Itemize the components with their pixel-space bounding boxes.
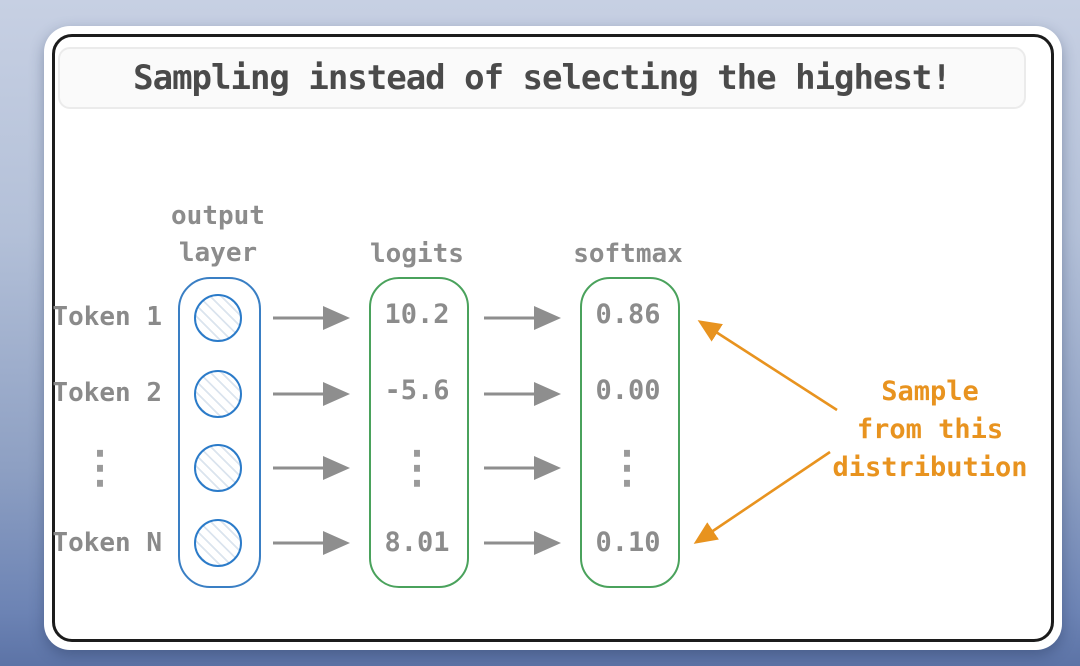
softmax-box [580,277,680,588]
neuron-circle-2 [194,370,242,418]
token-label-n: Token N [52,528,162,558]
token-label-1: Token 1 [52,302,162,332]
logit-value-1: 10.2 [384,299,450,330]
sample-annotation: Sample from this distribution [832,376,1028,483]
logit-value-n: 8.01 [384,527,450,558]
neuron-circle-3 [194,444,242,492]
softmax-header: softmax [573,239,683,269]
logits-header: logits [370,239,464,269]
token-ellipsis: ⋮ [78,442,122,493]
output-layer-header: output layer [171,201,265,268]
page-title: Sampling instead of selecting the highes… [133,58,952,98]
softmax-ellipsis: ⋮ [605,442,649,493]
logit-value-2: -5.6 [384,375,450,406]
title-banner: Sampling instead of selecting the highes… [58,47,1026,109]
softmax-value-2: 0.00 [595,375,661,406]
softmax-value-n: 0.10 [595,527,661,558]
softmax-value-1: 0.86 [595,299,661,330]
neuron-circle-1 [194,294,242,342]
logits-ellipsis: ⋮ [395,442,439,493]
neuron-circle-4 [194,519,242,567]
token-label-2: Token 2 [52,378,162,408]
slide-card-border [52,34,1054,642]
logits-box [369,277,469,588]
